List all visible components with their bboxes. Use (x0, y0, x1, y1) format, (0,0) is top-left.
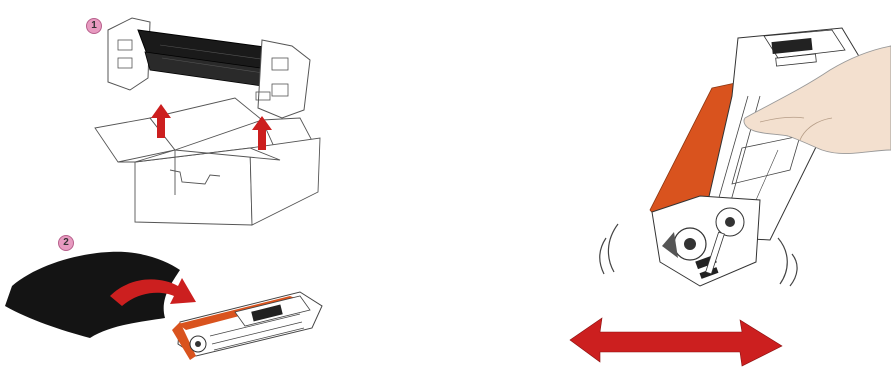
shipping-box (95, 98, 320, 225)
protective-bag (5, 252, 180, 338)
toner-cartridge-unpacked (172, 292, 322, 360)
toner-cartridge-packed (108, 18, 310, 118)
step-number-2: 2 (58, 235, 74, 251)
step1-illustration (95, 18, 320, 225)
step3-illustration (570, 28, 891, 366)
step2-illustration (5, 252, 322, 360)
toner-cartridge-shake (650, 28, 860, 286)
step-number-1: 1 (86, 18, 102, 34)
double-arrow-icon (570, 318, 782, 366)
